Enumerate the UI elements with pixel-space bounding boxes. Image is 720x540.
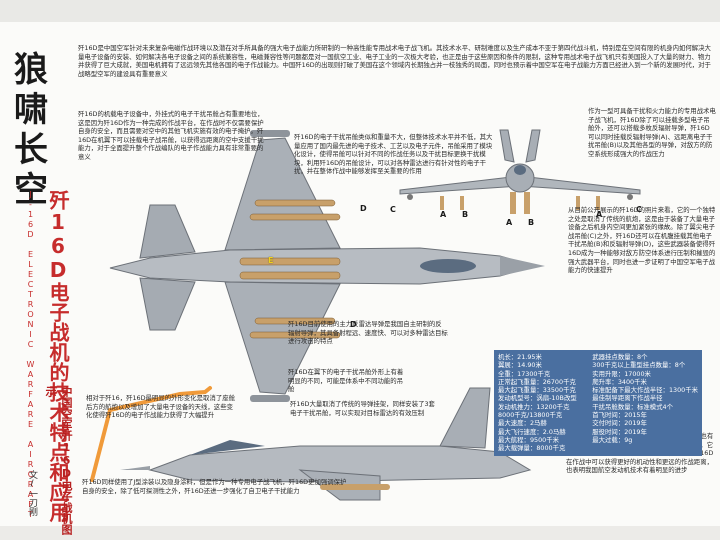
- spec-row: 武器挂点数量：8个: [592, 353, 648, 361]
- spec-row: 交付时间：2019年: [592, 419, 647, 428]
- label-d-top: D: [360, 204, 367, 213]
- spec-column-right: 武器挂点数量：8个 300千克以上重型挂点数量：8个 实用升限：17000米 爬…: [592, 353, 698, 453]
- page-top-edge: [0, 0, 720, 22]
- spec-column-left: 机长：21.95米 翼展：14.90米 全重：17300千克 正常起飞重量：26…: [498, 353, 592, 453]
- paragraph-pods: 歼16D的机载电子设备中，外挂式的电子干扰吊舱占有重要地位，这是因为歼16D作为…: [78, 110, 264, 161]
- label-b-left: B: [462, 210, 469, 219]
- highlight-curve: [90, 386, 212, 482]
- spec-row: 首飞时间：2015年: [592, 411, 647, 420]
- spec-row: 300千克以上重型挂点数量：8个: [592, 361, 686, 370]
- label-a-right: A: [596, 210, 603, 219]
- spec-row: 最大过载：9g: [592, 435, 633, 444]
- label-c-right: C: [636, 205, 642, 214]
- spec-row: 全重：17300千克: [498, 369, 551, 378]
- label-e: E: [268, 256, 274, 265]
- spec-row: 标准配备下最大作战半径：1300千米: [592, 386, 698, 395]
- spec-row: 机长：21.95米: [498, 353, 542, 361]
- author-credit: 文/一刀刚: [27, 470, 37, 516]
- spec-row: 最大载弹量：8000千克: [498, 444, 566, 453]
- label-d-bottom: D: [350, 320, 357, 329]
- spec-row: 实用升限：17000米: [592, 369, 651, 378]
- spec-row: 发动机推力：13200千克: [498, 402, 570, 411]
- spec-row: 干扰吊舱数量：标准模式4个: [592, 402, 674, 411]
- paragraph-wing-pods: 歼16D在翼下的电子干扰吊舱外形上有着明显的不同，可能是体系中不同功能的吊舱: [288, 368, 404, 394]
- spec-row: 8000千克/13800千克: [498, 411, 563, 420]
- label-a-left: A: [440, 210, 447, 219]
- intro-paragraph: 歼16D是中国空军针对未来复杂电磁作战环境以及潜在对手所具备的强大电子战能力所研…: [78, 44, 711, 78]
- label-a-center: A: [506, 218, 513, 227]
- spec-row: 最佳制导距离下作战半径: [592, 394, 663, 403]
- spec-row: 爬升率：3400千米: [592, 377, 647, 386]
- vertical-title: 歼16D电子战机的技术特点和应用: [46, 190, 70, 522]
- paragraph-jamming: 歼16D的电子干扰吊舱类似和重量不大，但整体技术水平并不低，其大量应用了国内最先…: [294, 133, 493, 176]
- spec-row: 最大速度：2马赫: [498, 419, 547, 428]
- paragraph-shape-change: 相对于歼16，歼16D最明显的外形变化是取消了座舱后方的航炮以及增加了大量电子设…: [86, 394, 235, 420]
- spec-row: 最大飞行速度：2.0马赫: [498, 427, 566, 436]
- side-view-aircraft: [120, 387, 532, 501]
- label-b-center: B: [528, 218, 535, 227]
- paragraph-pylons: 歼16D大量取消了传统的导弹挂架，同样安装了3套电子干扰吊舱，可以实现对目标雷达…: [290, 400, 435, 417]
- paragraph-weapons: 作为一型可具备干扰和火力能力的专用战术电子战飞机，歼16D除了可以挂载多型电子吊…: [588, 107, 716, 158]
- top-view-aircraft: [109, 130, 545, 402]
- spec-row: 服役时间：2019年: [592, 427, 647, 436]
- red-footer-caption: 中国空军歼16D电子战机图示: [44, 386, 73, 535]
- vertical-subtitle-en: J-16D ELECTRONIC WARFARE AIRCRAFT: [26, 190, 35, 520]
- paragraph-anti-radiation: 歼16D目前使用的主力反雷达导弹是我国自主研制的反辐射导弹，其具备射程远、速度快…: [288, 320, 448, 346]
- paragraph-coating: 歼16D同样使用了J型涂装以及隐身涂料，但是作为一种专用电子战飞机，歼16D更加…: [82, 478, 347, 495]
- paragraph-gun-removed: 从目前公开展示的歼16D的照片来看，它的一个独特之处是取消了传统的航炮，这是由于…: [568, 206, 716, 275]
- page-bottom-edge: [0, 526, 720, 540]
- main-title: 狼啸长空: [14, 50, 48, 210]
- spec-row: 发动机型号：涡扇-10B改型: [498, 394, 577, 403]
- spec-row: 最大航程：9500千米: [498, 435, 559, 444]
- front-view-aircraft: [399, 129, 641, 214]
- spec-row: 最大起飞重量：33500千克: [498, 386, 576, 395]
- spec-table: 机长：21.95米 翼展：14.90米 全重：17300千克 正常起飞重量：26…: [494, 350, 702, 456]
- label-c-left: C: [390, 205, 396, 214]
- spec-row: 正常起飞重量：26700千克: [498, 377, 576, 386]
- spec-row: 翼展：14.90米: [498, 361, 542, 370]
